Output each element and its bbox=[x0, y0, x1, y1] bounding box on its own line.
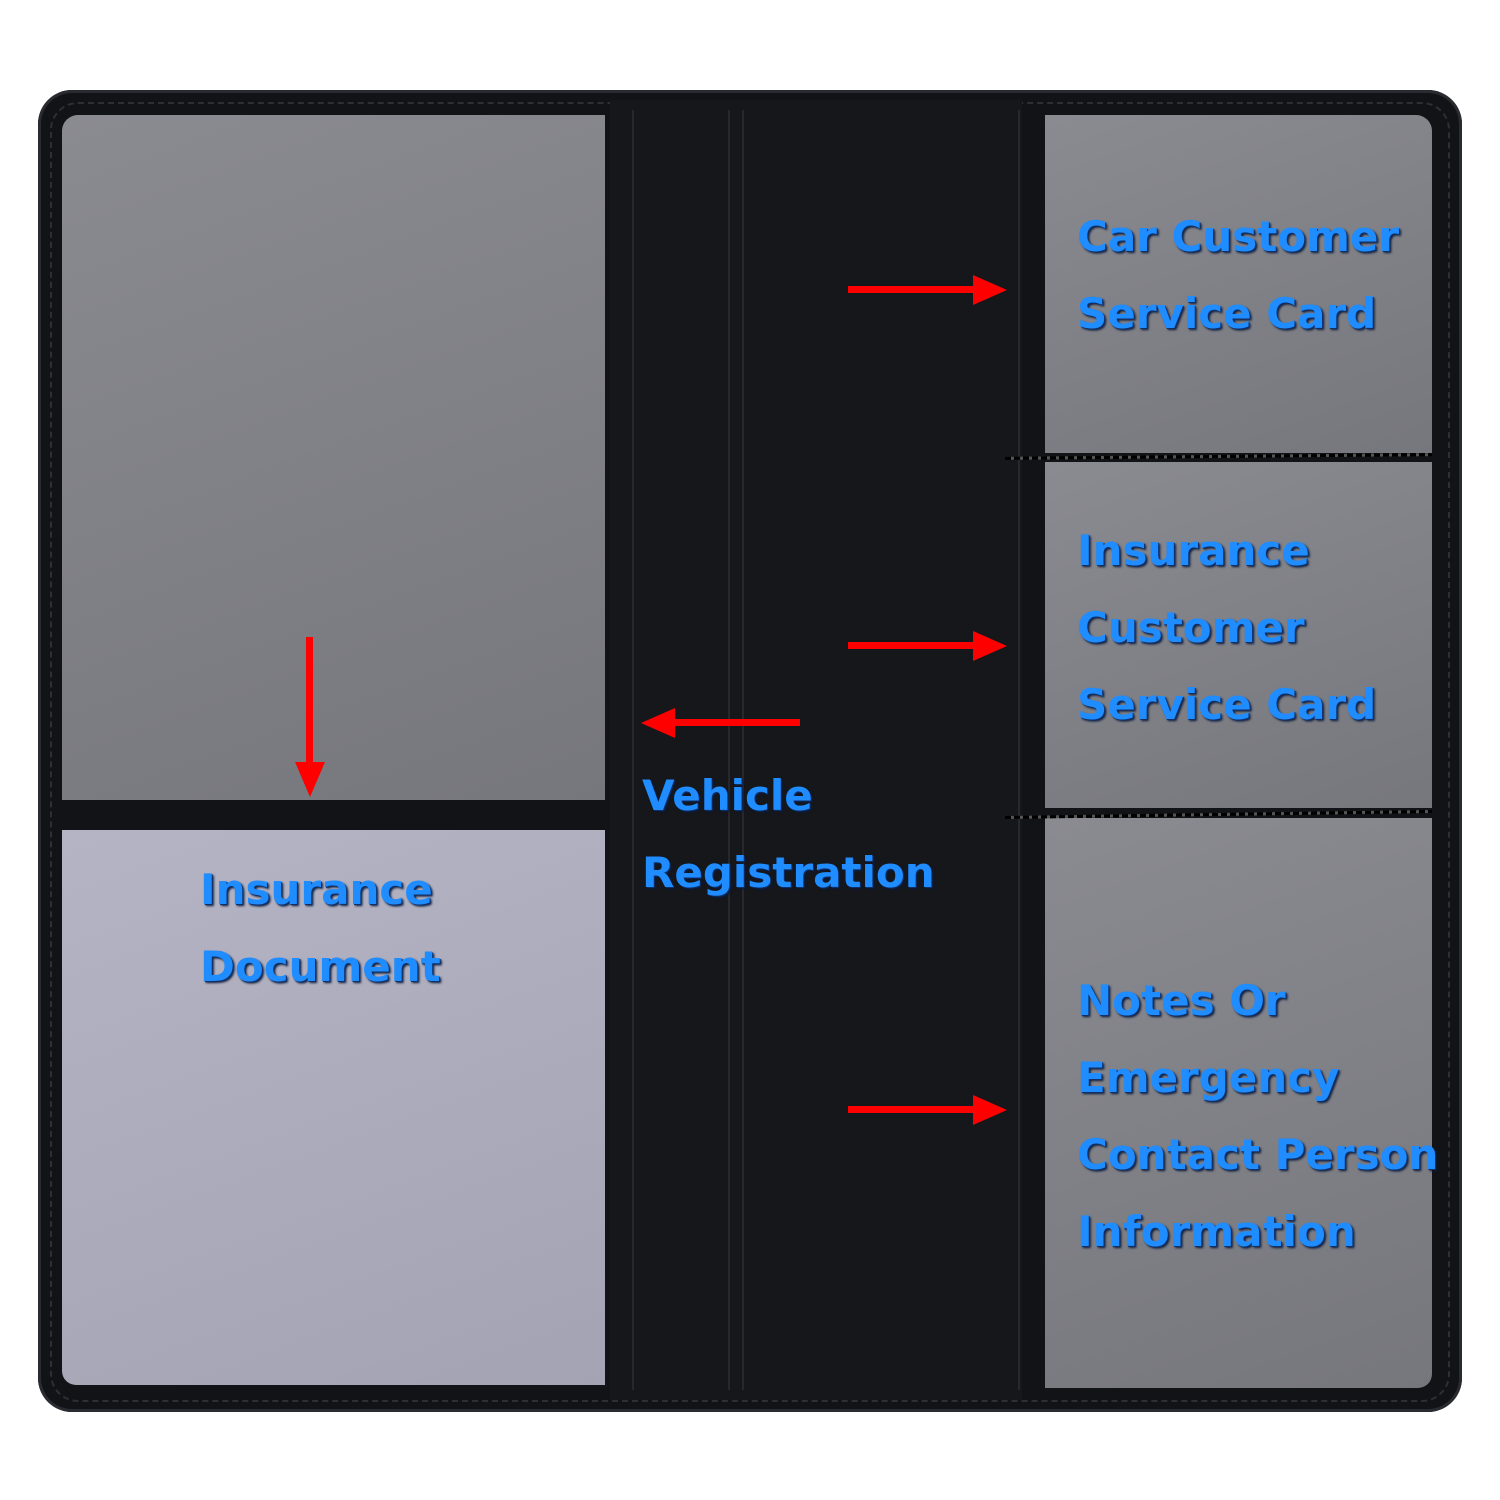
center-spine bbox=[610, 100, 1022, 1400]
label-line: Service Card bbox=[1077, 680, 1377, 729]
right-top-pocket bbox=[1045, 115, 1432, 453]
label-line: Insurance bbox=[1077, 526, 1310, 575]
spine-crease bbox=[728, 110, 730, 1390]
right-bottom-pocket bbox=[1045, 818, 1432, 1388]
arrow-left-icon bbox=[641, 708, 800, 738]
car-service-card-label: Car Customer Service Card bbox=[1077, 198, 1399, 352]
vehicle-registration-label: Vehicle Registration bbox=[642, 757, 935, 911]
label-line: Vehicle bbox=[642, 771, 813, 820]
right-middle-pocket bbox=[1045, 462, 1432, 808]
label-line: Emergency bbox=[1077, 1053, 1340, 1102]
insurance-service-card-label: Insurance Customer Service Card bbox=[1077, 512, 1376, 743]
spine-crease bbox=[632, 110, 634, 1390]
arrow-down-icon bbox=[295, 637, 325, 797]
left-top-pocket bbox=[62, 115, 605, 800]
spine-crease bbox=[742, 110, 744, 1390]
label-line: Document bbox=[200, 942, 441, 991]
arrow-right-icon bbox=[848, 631, 1007, 661]
label-line: Customer bbox=[1077, 603, 1305, 652]
label-line: Notes Or bbox=[1077, 976, 1286, 1025]
arrow-right-icon bbox=[848, 275, 1007, 305]
label-line: Car Customer bbox=[1077, 212, 1400, 261]
notes-label: Notes Or Emergency Contact Person Inform… bbox=[1077, 962, 1438, 1270]
label-line: Information bbox=[1077, 1207, 1356, 1256]
insurance-document-label: Insurance Document bbox=[200, 851, 441, 1005]
left-bottom-pocket bbox=[62, 830, 605, 1385]
label-line: Service Card bbox=[1077, 289, 1377, 338]
label-line: Insurance bbox=[200, 865, 433, 914]
label-line: Registration bbox=[642, 848, 935, 897]
arrow-right-icon bbox=[848, 1095, 1007, 1125]
label-line: Contact Person bbox=[1077, 1130, 1439, 1179]
spine-crease bbox=[1018, 110, 1020, 1390]
